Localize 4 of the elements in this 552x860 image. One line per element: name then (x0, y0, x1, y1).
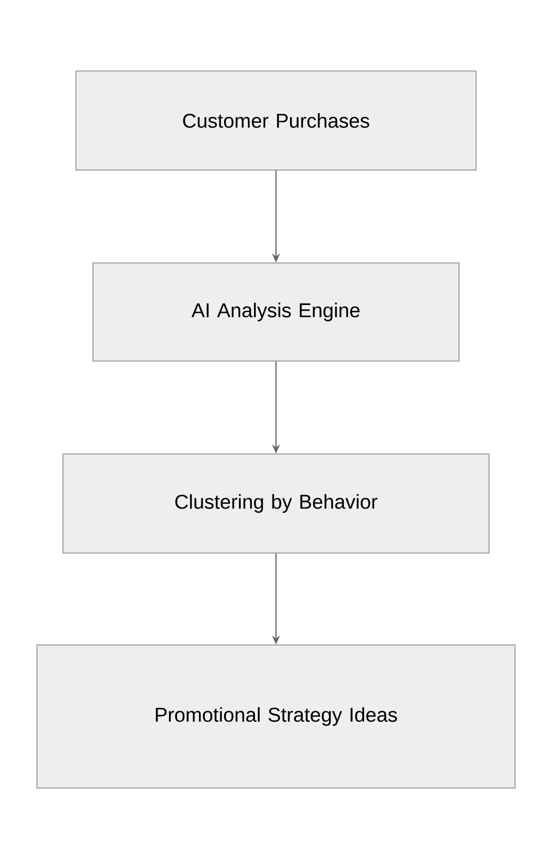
process-box: Clustering by Behavior (62, 454, 490, 554)
process-box: Customer Purchases (76, 70, 476, 170)
process-box: Promotional Strategy Ideas (36, 644, 516, 788)
process-box: AI Analysis Engine (92, 262, 460, 362)
